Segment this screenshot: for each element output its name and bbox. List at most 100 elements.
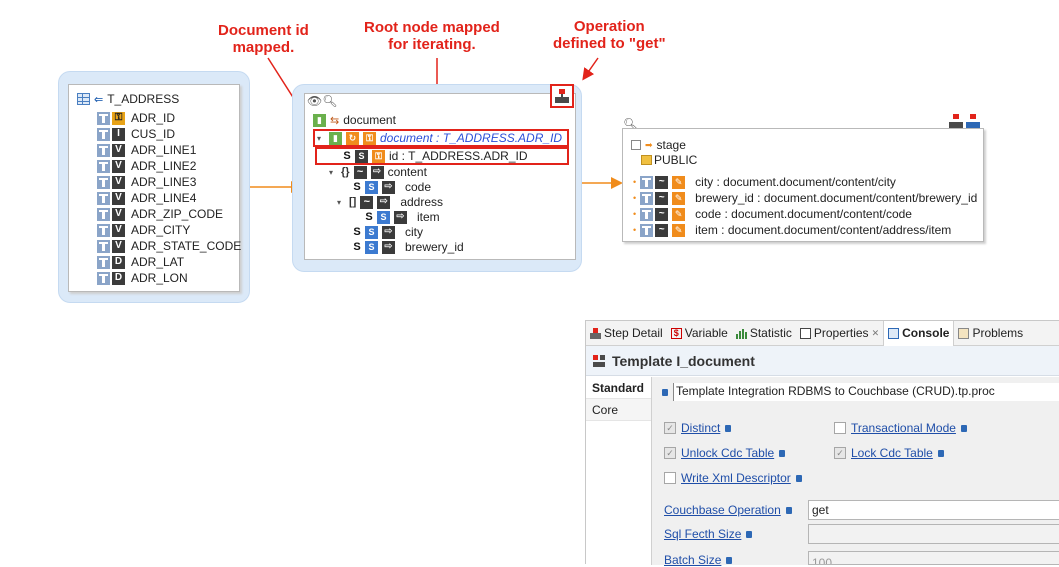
id-node[interactable]: S S ⚿ id : T_ADDRESS.ADR_ID (343, 148, 527, 164)
view-search-icon[interactable]: 👁︎🔍︎ (307, 94, 338, 108)
item-node[interactable]: S S ⇨ item (365, 209, 439, 225)
info-icon (779, 449, 786, 457)
document-root-node[interactable]: ▾ ▮ ↻ ⚿ document : T_ADDRESS.ADR_ID (317, 130, 562, 146)
source-table-title: ⇐ T_ADDRESS (77, 92, 179, 106)
iterate-icon: ↻ (346, 131, 359, 145)
operation-input[interactable]: get (808, 500, 1059, 520)
address-label: address (400, 195, 444, 209)
document-panel[interactable]: 👁︎🔍︎ ▮ ⇆ document ▾ ▮ ↻ ⚿ document : T_A… (304, 84, 576, 260)
mapping-expression: item : document.document/content/address… (695, 223, 952, 237)
stage-mapping-row[interactable]: • ~ ✎ city : document.document/content/c… (633, 174, 896, 190)
transactional-checkbox[interactable] (834, 422, 846, 434)
tab-label: Statistic (749, 326, 792, 340)
city-node[interactable]: S S ⇨ city (353, 224, 423, 240)
brewery-id-node[interactable]: S S ⇨ brewery_id (353, 239, 464, 255)
tab-statistic[interactable]: Statistic (732, 321, 796, 346)
key-column-icon: ⚿ (97, 111, 125, 125)
document-root[interactable]: ▮ ⇆ document (313, 112, 396, 128)
string-type-letter: S (353, 181, 361, 193)
write-xml-checkbox[interactable] (664, 472, 676, 484)
content-label: content (387, 165, 427, 179)
tilde-icon: ~ (353, 165, 367, 179)
varchar-column-icon: V (97, 223, 125, 237)
mapping-column-icon: ~ (640, 207, 669, 221)
fetch-size-input[interactable] (808, 524, 1059, 544)
distinct-checkbox[interactable]: ✓ (664, 422, 676, 434)
column-name: ADR_LINE1 (131, 143, 197, 157)
export-icon: ⇨ (382, 225, 395, 239)
unlock-checkbox[interactable]: ✓ (664, 447, 676, 459)
stage-mapping-row[interactable]: • ~ ✎ code : document.document/content/c… (633, 206, 912, 222)
address-node[interactable]: ▾ [] ~ ⇨ address (337, 194, 443, 210)
tab-properties[interactable]: Properties ✕ (796, 321, 883, 346)
column-name: ADR_ID (131, 111, 176, 125)
sidebar-item-core[interactable]: Core (586, 399, 651, 421)
close-icon[interactable]: ✕ (871, 327, 880, 338)
sidebar-item-standard[interactable]: Standard (586, 377, 651, 399)
mapped-key-icon: ⚿ (372, 149, 385, 163)
distinct-row[interactable]: ✓ Distinct (664, 421, 732, 435)
lock-label[interactable]: Lock Cdc Table (851, 446, 933, 460)
tab-step-detail[interactable]: Step Detail (586, 321, 667, 346)
key-icon: ⚿ (363, 131, 376, 145)
info-icon (795, 474, 802, 482)
tab-variable[interactable]: $ Variable (667, 321, 732, 346)
operation-icon[interactable] (550, 84, 574, 108)
stage-mapping-row[interactable]: • ~ ✎ brewery_id : document.document/con… (633, 190, 977, 206)
lock-row[interactable]: ✓ Lock Cdc Table (834, 446, 944, 460)
tab-label: Problems (972, 326, 1024, 340)
distinct-label[interactable]: Distinct (681, 421, 721, 435)
string-icon: S (365, 225, 378, 239)
source-column[interactable]: ⚿ ADR_ID (97, 110, 241, 126)
load-store-icons[interactable] (948, 113, 981, 129)
fetch-size-label[interactable]: Sql Fecth Size (664, 527, 742, 541)
unlock-row[interactable]: ✓ Unlock Cdc Table (664, 446, 786, 460)
column-name: ADR_CITY (131, 223, 191, 237)
stage-mapping-row[interactable]: • ~ ✎ item : document.document/content/a… (633, 222, 951, 238)
write-xml-row[interactable]: Write Xml Descriptor (664, 471, 802, 485)
template-path-field[interactable]: Template Integration RDBMS to Couchbase … (673, 383, 1059, 401)
operation-label[interactable]: Couchbase Operation (664, 503, 781, 517)
tilde-icon: ~ (360, 195, 374, 209)
expand-icon: ▾ (329, 167, 334, 177)
transactional-row[interactable]: Transactional Mode (834, 421, 967, 435)
column-name: ADR_LON (131, 271, 188, 285)
stage-panel[interactable]: ➡ stage PUBLIC • ~ ✎ city : document.doc… (622, 128, 984, 242)
load-icon (949, 114, 963, 128)
batch-size-label[interactable]: Batch Size (664, 553, 722, 567)
search-icon[interactable]: 🔍︎ (623, 117, 639, 131)
transactional-label[interactable]: Transactional Mode (851, 421, 956, 435)
info-icon (725, 424, 732, 432)
unlock-label[interactable]: Unlock Cdc Table (681, 446, 775, 460)
problems-icon (958, 327, 970, 339)
view-tab-bar: Step Detail $ Variable Statistic Propert… (586, 320, 1059, 346)
mapping-arrow-icon: • (633, 193, 637, 203)
tab-console[interactable]: Console (883, 320, 955, 346)
schema-name: PUBLIC (654, 153, 698, 167)
column-type: V (112, 159, 125, 173)
column-type: I (112, 127, 125, 141)
properties-content: Template Integration RDBMS to Couchbase … (651, 377, 1059, 567)
batch-size-input[interactable]: 100 (808, 551, 1059, 565)
code-node[interactable]: S S ⇨ code (353, 179, 431, 195)
lock-checkbox[interactable]: ✓ (834, 447, 846, 459)
info-icon (937, 449, 944, 457)
source-column[interactable]: V ADR_CITY (97, 222, 241, 238)
annotation-line: defined to "get" (553, 35, 666, 52)
column-type: V (112, 175, 125, 189)
tab-problems[interactable]: Problems (954, 321, 1027, 346)
content-node[interactable]: ▾ {} ~ ⇨ content (329, 164, 427, 180)
tab-label: Console (902, 326, 950, 340)
write-xml-label[interactable]: Write Xml Descriptor (681, 471, 791, 485)
brewery-id-label: brewery_id (405, 240, 464, 254)
